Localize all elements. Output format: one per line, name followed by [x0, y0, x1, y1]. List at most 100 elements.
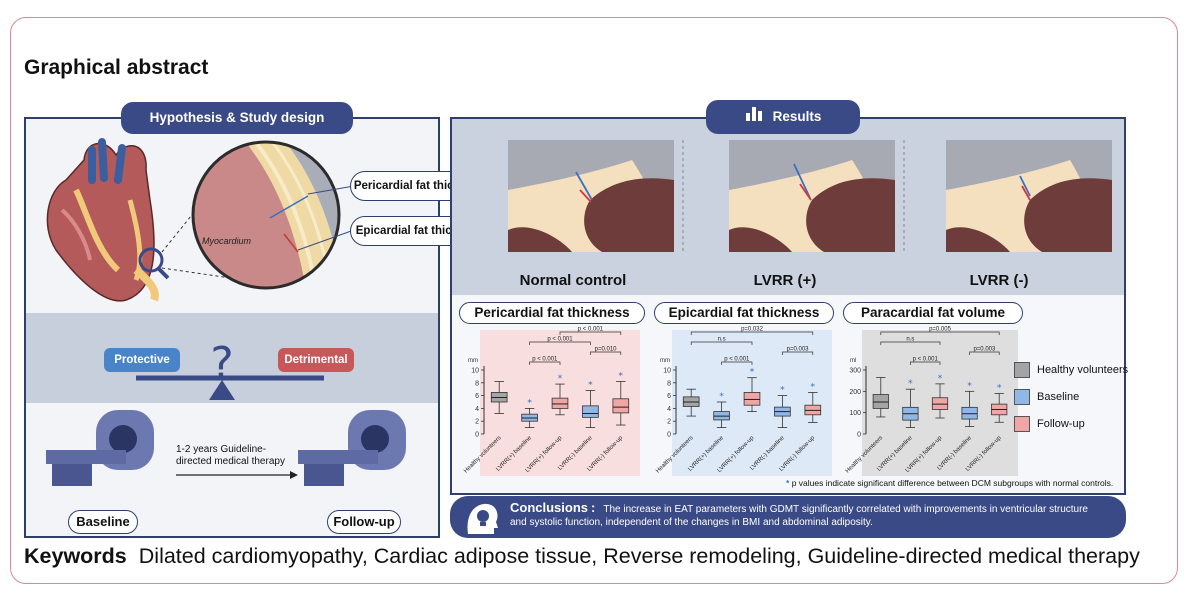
y-tick-label: 8 — [667, 380, 671, 387]
y-tick-label: 10 — [663, 368, 671, 375]
box — [582, 405, 599, 418]
conclusions-separator: : — [591, 500, 596, 515]
col-label-lvrr-minus: LVRR (-) — [969, 272, 1029, 289]
results-heading: Results — [706, 100, 860, 134]
footnote-text: p values indicate significant difference… — [791, 478, 1114, 488]
comparison-bracket — [880, 331, 1000, 335]
y-tick-label: 10 — [471, 368, 479, 375]
magnifier-icon — [138, 247, 170, 280]
keywords-label: Keywords — [24, 544, 127, 568]
y-tick-label: 100 — [849, 410, 861, 417]
p-value-label: p < 0.001 — [547, 337, 573, 343]
legend-item-healthy: Healthy volunteers — [1014, 362, 1128, 378]
comparison-bracket — [721, 361, 753, 365]
legend-swatch-healthy — [1014, 362, 1030, 378]
y-tick-label: 4 — [475, 406, 479, 413]
legend-swatch-baseline — [1014, 389, 1030, 405]
detrimental-tag: Detrimental — [278, 348, 354, 372]
y-tick-label: 0 — [667, 432, 671, 439]
comparison-bracket — [529, 341, 591, 345]
box — [931, 397, 949, 410]
comparison-bracket — [880, 341, 941, 345]
zoomed-myocardium — [193, 142, 339, 288]
significance-star: * — [780, 386, 785, 396]
p-value-label: p < 0.001 — [724, 357, 750, 363]
legend-item-baseline: Baseline — [1014, 389, 1079, 405]
legend-item-followup: Follow-up — [1014, 416, 1085, 432]
y-tick-label: 6 — [475, 393, 479, 400]
legend-footnote: * p values indicate significant differen… — [786, 478, 1113, 488]
balance-band — [26, 313, 438, 403]
significance-star: * — [811, 382, 816, 392]
y-tick-label: 300 — [849, 368, 861, 375]
keywords-text: Dilated cardiomyopathy, Cardiac adipose … — [138, 544, 1140, 568]
comparison-bracket — [782, 351, 814, 355]
significance-star: * — [527, 398, 532, 408]
y-axis-unit: ml — [850, 358, 856, 364]
head-lightbulb-icon — [462, 500, 500, 540]
heart-illustration — [46, 138, 159, 302]
significance-star: * — [558, 374, 563, 384]
ct-scanner-baseline — [46, 410, 154, 486]
hypothesis-illustration: Myocardium ? 1-2 years Guideline- direct… — [46, 138, 406, 486]
comparison-bracket — [559, 331, 622, 335]
p-value-label: n.s — [718, 337, 726, 343]
page-title: Graphical abstract — [24, 56, 209, 79]
p-value-label: p < 0.001 — [532, 357, 558, 363]
significance-star: * — [750, 368, 755, 378]
myocardium-label: Myocardium — [202, 236, 252, 246]
results-heading-label: Results — [772, 109, 822, 124]
y-tick-label: 2 — [475, 419, 479, 426]
zoom-circle — [191, 140, 341, 290]
conclusions-text-1: The increase in EAT parameters with GDMT… — [603, 504, 1088, 515]
ct-scanner-followup — [298, 410, 406, 486]
comparison-bracket — [590, 351, 622, 355]
y-tick-label: 8 — [475, 380, 479, 387]
p-value-label: p=0.003 — [787, 347, 810, 353]
y-tick-label: 0 — [475, 432, 479, 439]
y-axis-unit: mm — [468, 358, 478, 364]
col-label-normal: Normal control — [519, 272, 627, 289]
chart-title-paracardial: Paracardial fat volume — [843, 302, 1023, 324]
keywords-line: Keywords Dilated cardiomyopathy, Cardiac … — [24, 544, 1140, 569]
y-tick-label: 0 — [857, 432, 861, 439]
significance-star: * — [997, 383, 1002, 393]
therapy-text-1: 1-2 years Guideline- — [176, 444, 266, 455]
conclusions-text-2: and systolic function, independent of th… — [510, 517, 873, 528]
mri-normal-control — [508, 140, 674, 252]
baseline-caption: Baseline — [68, 510, 138, 534]
y-axis-unit: mm — [660, 358, 670, 364]
p-value-label: n.s — [906, 337, 914, 343]
legend-label-healthy: Healthy volunteers — [1037, 364, 1129, 376]
significance-star: * — [938, 374, 943, 384]
comparison-bracket — [969, 351, 1000, 355]
y-tick-label: 2 — [667, 419, 671, 426]
p-value-label: p < 0.001 — [578, 327, 604, 333]
protective-tag: Protective — [104, 348, 180, 372]
significance-star: * — [719, 392, 724, 402]
comparison-bracket — [910, 361, 941, 365]
therapy-text-2: directed medical therapy — [176, 456, 285, 467]
significance-star: * — [588, 380, 593, 390]
seesaw-illustration: ? — [136, 338, 324, 400]
mri-lvrr-plus — [729, 140, 895, 252]
comparison-bracket — [690, 341, 753, 345]
comparison-bracket — [690, 331, 814, 335]
followup-caption: Follow-up — [327, 510, 401, 534]
comparison-bracket — [529, 361, 561, 365]
significance-star: * — [967, 381, 972, 391]
chart-title-pericardial: Pericardial fat thickness — [459, 302, 645, 324]
p-value-label: p=0.005 — [929, 327, 952, 333]
y-tick-label: 4 — [667, 406, 671, 413]
chart-title-epicardial: Epicardial fat thickness — [654, 302, 834, 324]
legend-swatch-followup — [1014, 416, 1030, 432]
p-value-label: p=0.032 — [741, 327, 764, 333]
legend-label-baseline: Baseline — [1037, 391, 1080, 403]
mri-lvrr-minus — [946, 140, 1112, 252]
hypothesis-heading: Hypothesis & Study design — [121, 102, 353, 134]
legend-label-followup: Follow-up — [1037, 418, 1085, 430]
box — [872, 394, 889, 409]
